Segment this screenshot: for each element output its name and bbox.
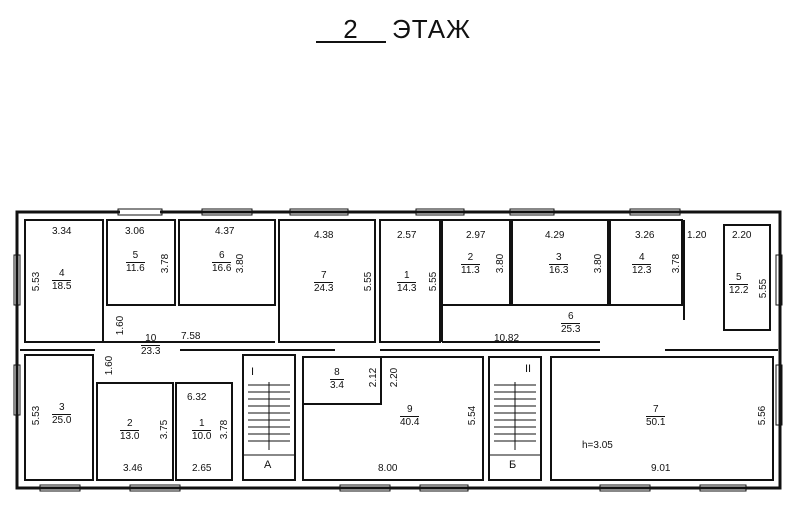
stair-letter: Б [509,459,517,471]
dimension-label: 4.29 [545,230,565,241]
outer-wall [15,210,782,490]
dimension-label: 2.12 [368,367,380,388]
dimension-label: 4.37 [215,226,235,237]
dimension-label: 3.75 [159,419,171,440]
room-wall [302,356,484,481]
room-wall [511,219,609,306]
floor-word: ЭТАЖ [392,14,472,44]
dimension-label: 5.55 [428,271,440,292]
stair-letter: А [264,459,272,471]
dimension-label: 5.54 [467,405,479,426]
dimension-label: 1.60 [104,355,116,376]
dimension-label: 2.65 [192,463,212,474]
dimension-label: 10.82 [494,333,520,344]
room-wall [96,382,174,481]
dimension-label: 4.38 [314,230,334,241]
windows [13,208,783,492]
dimension-label: 5.55 [363,271,375,292]
stair-number: II [525,363,532,375]
stair-treads [243,382,541,456]
room-wall [550,356,774,481]
room-wall [175,382,233,481]
room-wall [723,224,771,331]
dimension-label: 1.60 [115,315,127,336]
dimension-label: 9.01 [651,463,671,474]
dimension-label: 3.34 [52,226,72,237]
dimension-label: 3.06 [125,226,145,237]
dimension-label: 7.58 [181,331,201,342]
dimension-label: 3.26 [635,230,655,241]
stair-number: I [251,366,255,378]
dimension-label: 3.80 [235,253,247,274]
room-wall [441,219,511,306]
dimension-label: 3.80 [593,253,605,274]
dimension-label: 5.53 [31,271,43,292]
dimension-label: 8.00 [378,463,398,474]
stair-wall [242,354,296,481]
dimension-label: 3.78 [160,253,172,274]
room-wall [24,219,104,343]
stair-wall [488,356,542,481]
dimension-label: 5.55 [758,278,770,299]
floor-number: 2 [316,16,386,43]
dimension-label: 5.56 [757,405,769,426]
dimension-label: 2.97 [466,230,486,241]
dimension-label: 3.80 [495,253,507,274]
room-wall [609,219,683,306]
dimension-label: 3.46 [123,463,143,474]
room-wall [379,219,441,343]
dimension-label: 3.78 [219,419,231,440]
dimension-label: 1.20 [687,230,707,241]
ceiling-height-note: h=3.05 [582,440,613,451]
dimension-label: 5.53 [31,405,43,426]
room-wall [178,219,276,306]
dimension-label: 2.57 [397,230,417,241]
room-wall [24,354,94,481]
dimension-label: 3.78 [671,253,683,274]
dimension-label: 2.20 [389,367,401,388]
room-wall [106,219,176,306]
dimension-label: 6.32 [187,392,207,403]
room-wall [278,219,376,343]
dimension-label: 2.20 [732,230,752,241]
